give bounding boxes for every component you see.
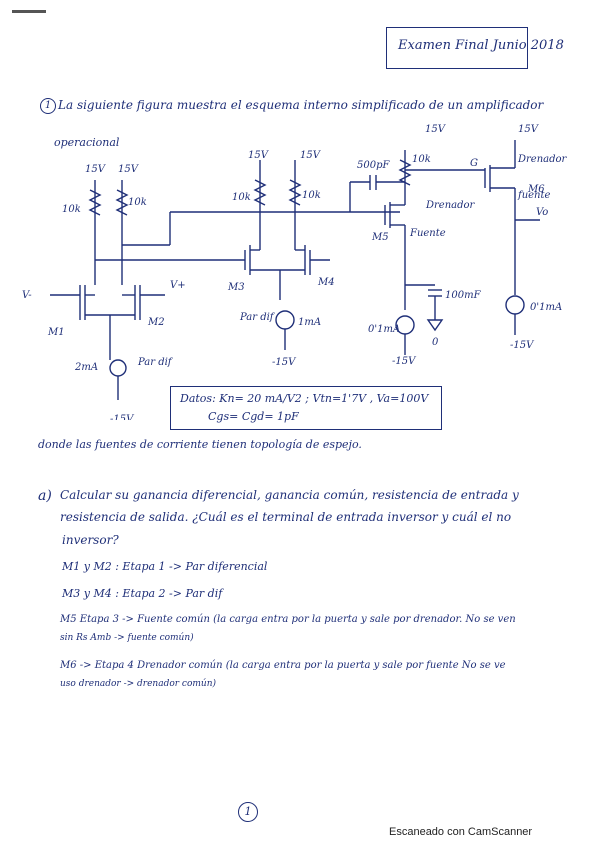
svg-text:2mA: 2mA bbox=[74, 362, 98, 373]
svg-text:15V: 15V bbox=[118, 164, 140, 175]
note-line: sin Rs Amb -> fuente común) bbox=[60, 633, 194, 643]
current-source-1ma bbox=[275, 310, 295, 330]
svg-text:15V: 15V bbox=[425, 124, 447, 135]
question-number: 1 bbox=[40, 97, 56, 114]
svg-text:0'1mA: 0'1mA bbox=[368, 324, 400, 335]
svg-text:Par dif: Par dif bbox=[239, 312, 276, 323]
svg-text:fuente: fuente bbox=[517, 190, 551, 201]
svg-text:10k: 10k bbox=[412, 154, 431, 165]
svg-text:500pF: 500pF bbox=[357, 160, 390, 171]
resistor-r4 bbox=[288, 179, 302, 206]
note-line: M3 y M4 : Etapa 2 -> Par dif bbox=[62, 587, 223, 600]
svg-text:10k: 10k bbox=[62, 204, 81, 215]
circuit-schematic: 15V 15V 10k 10k 15V 15V 10k 10k 15V 10k … bbox=[22, 124, 568, 420]
scan-mark bbox=[12, 10, 46, 13]
title-box bbox=[386, 27, 528, 69]
svg-text:M1: M1 bbox=[47, 327, 65, 338]
svg-text:M2: M2 bbox=[147, 317, 165, 328]
note-line: M5 Etapa 3 -> Fuente común (la carga ent… bbox=[60, 614, 516, 625]
scanner-footer: Escaneado con CamScanner bbox=[389, 826, 533, 838]
ground-symbol bbox=[426, 319, 444, 332]
svg-text:100mF: 100mF bbox=[445, 290, 482, 301]
supply-label: 15V bbox=[85, 164, 107, 175]
page-number: 1 bbox=[238, 802, 258, 822]
svg-text:Fuente: Fuente bbox=[409, 228, 446, 239]
resistor-r5 bbox=[398, 159, 412, 186]
svg-text:V+: V+ bbox=[170, 280, 186, 291]
svg-text:-15V: -15V bbox=[272, 357, 297, 368]
svg-text:G: G bbox=[470, 158, 478, 169]
svg-text:M5: M5 bbox=[371, 232, 389, 243]
note-line: uso drenador -> drenador común) bbox=[60, 679, 217, 689]
svg-text:15V: 15V bbox=[248, 150, 270, 161]
datos-line2: Cgs= Cgd= 1pF bbox=[208, 410, 299, 423]
note-line: M1 y M2 : Etapa 1 -> Par diferencial bbox=[62, 560, 268, 573]
question-intro-line1: La siguiente figura muestra el esquema i… bbox=[58, 98, 544, 112]
svg-text:0'1mA: 0'1mA bbox=[530, 302, 562, 313]
note-line: M6 -> Etapa 4 Drenador común (la carga e… bbox=[60, 660, 506, 671]
svg-text:M3: M3 bbox=[227, 282, 245, 293]
resistor-r3 bbox=[253, 179, 267, 206]
current-source-2ma bbox=[109, 359, 127, 377]
svg-text:-15V: -15V bbox=[392, 356, 417, 367]
resistor-r1 bbox=[88, 189, 102, 216]
page-title: Examen Final Junio 2018 bbox=[398, 38, 564, 53]
svg-text:0: 0 bbox=[432, 337, 439, 348]
svg-text:10k: 10k bbox=[128, 197, 147, 208]
svg-text:Vo: Vo bbox=[536, 207, 548, 218]
part-a-line3: inversor? bbox=[62, 533, 119, 547]
svg-text:10k: 10k bbox=[232, 192, 251, 203]
svg-text:Drenador: Drenador bbox=[517, 154, 568, 165]
svg-text:M4: M4 bbox=[317, 277, 335, 288]
svg-text:10k: 10k bbox=[302, 190, 321, 201]
datos-line1: Datos: Kn= 20 mA/V2 ; Vtn=1'7V , Va=100V bbox=[180, 392, 429, 405]
svg-text:-15V: -15V bbox=[110, 414, 135, 420]
part-a-line1: Calcular su ganancia diferencial, gananc… bbox=[60, 488, 519, 502]
svg-text:15V: 15V bbox=[518, 124, 540, 135]
part-a-line2: resistencia de salida. ¿Cuál es el termi… bbox=[60, 510, 512, 524]
svg-text:Drenador: Drenador bbox=[425, 200, 476, 211]
current-source-m6 bbox=[505, 295, 525, 315]
svg-text:Par dif: Par dif bbox=[137, 357, 174, 368]
svg-text:1mA: 1mA bbox=[298, 317, 321, 328]
question-after-figure: donde las fuentes de corriente tienen to… bbox=[38, 438, 362, 451]
svg-text:V-: V- bbox=[22, 290, 32, 301]
svg-text:M6: M6 bbox=[527, 184, 545, 195]
svg-text:-15V: -15V bbox=[510, 340, 535, 351]
question-intro-line2: operacional bbox=[54, 136, 120, 149]
resistor-r2 bbox=[115, 189, 129, 216]
svg-text:15V: 15V bbox=[300, 150, 322, 161]
datos-box bbox=[170, 386, 442, 430]
part-a-label: a) bbox=[38, 488, 52, 504]
